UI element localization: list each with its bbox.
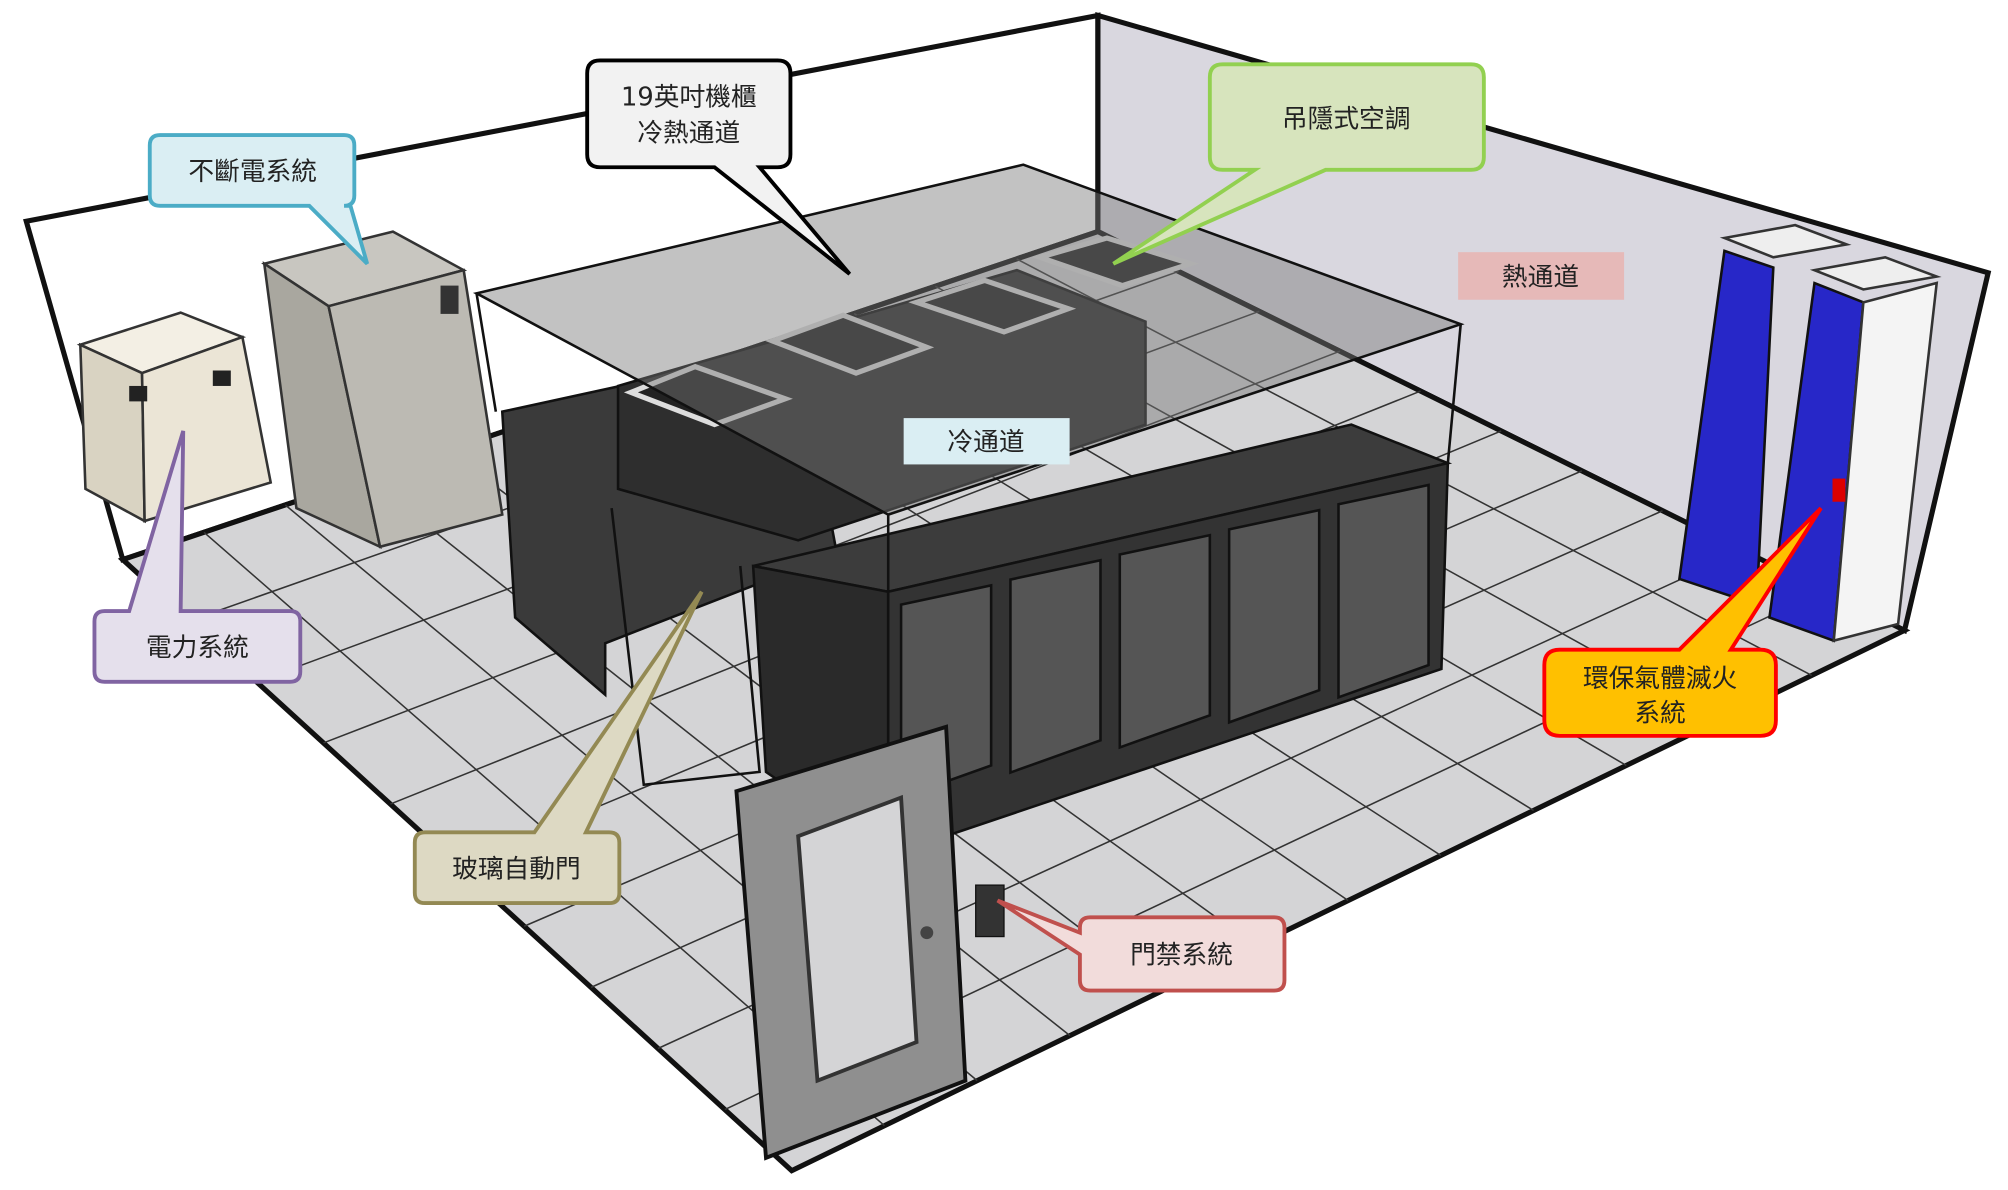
callout-ups-label: 不斷電系統	[188, 157, 317, 187]
callout-glass-door: 玻璃自動門	[412, 590, 704, 906]
callout-power: 電力系統	[92, 430, 303, 684]
hot-aisle-text: 熱通道	[1502, 263, 1579, 293]
rack-door	[1337, 483, 1430, 700]
rack-door	[1118, 533, 1212, 750]
callout-access-label: 門禁系統	[1130, 941, 1233, 971]
callout-ups: 不斷電系統	[147, 133, 370, 266]
callout-rack-label-2: 冷熱通道	[637, 119, 740, 149]
ups-cabinet	[261, 230, 504, 550]
callout-fire-label-1: 環保氣體滅火	[1583, 664, 1737, 694]
callout-access: 門禁系統	[996, 898, 1287, 993]
callout-fire: 環保氣體滅火 系統	[1542, 506, 1823, 738]
rack-door	[1227, 508, 1321, 725]
access-reader	[975, 884, 1005, 938]
rack-door	[1009, 558, 1102, 775]
glass-auto-door	[610, 508, 761, 787]
entrance-door	[734, 724, 968, 1161]
callout-rack: 19英吋機櫃 冷熱通道	[585, 58, 852, 276]
label-hot-aisle: 熱通道	[1458, 252, 1625, 300]
callout-fire-label-2: 系統	[1634, 699, 1685, 729]
callout-rack-label-1: 19英吋機櫃	[621, 82, 757, 112]
callout-ac-label: 吊隱式空調	[1282, 104, 1411, 134]
callout-ac: 吊隱式空調	[1112, 62, 1486, 266]
cold-aisle-text: 冷通道	[947, 427, 1024, 457]
callout-power-label: 電力系統	[146, 633, 249, 663]
callout-glass-door-label: 玻璃自動門	[452, 854, 581, 884]
rack-row-back	[616, 268, 1147, 542]
aisle-containment	[472, 163, 1465, 516]
label-cold-aisle: 冷通道	[903, 418, 1070, 465]
